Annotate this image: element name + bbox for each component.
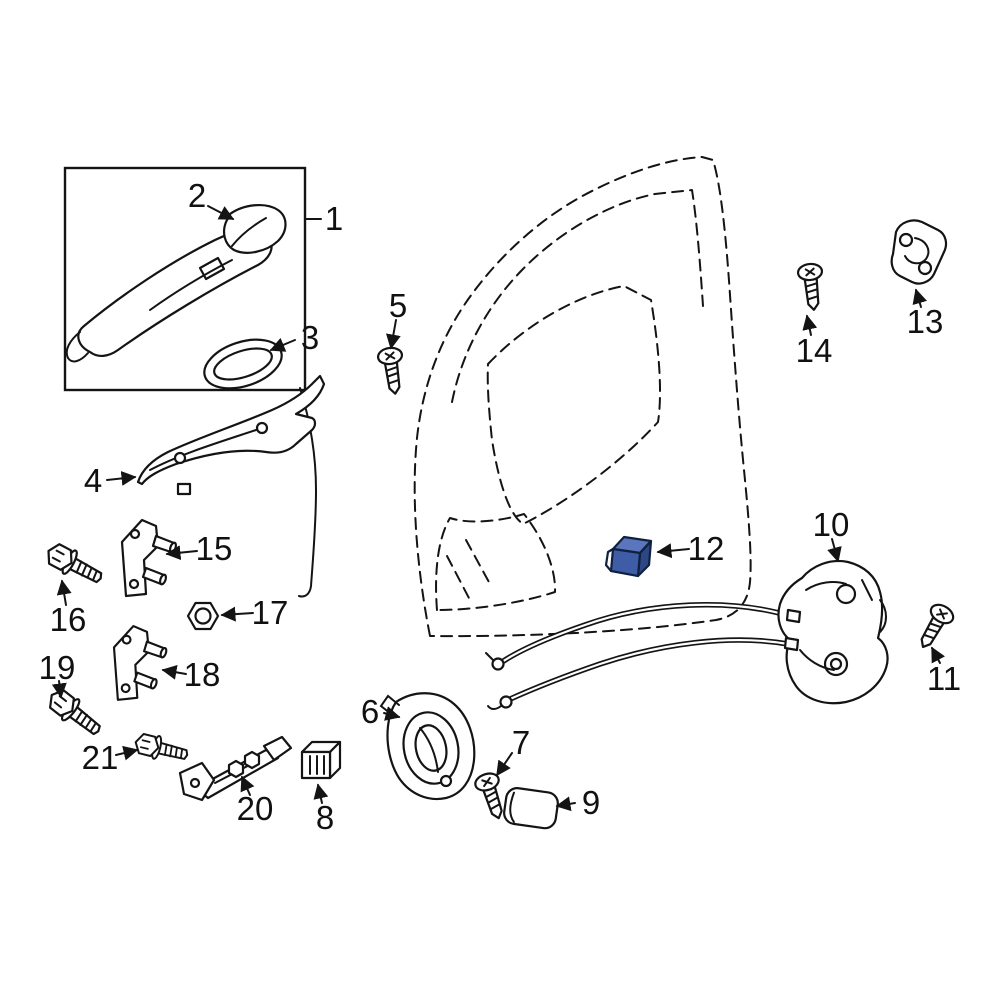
part-9-handle-cap-cover <box>503 787 559 830</box>
callout-6: 6 <box>361 693 379 730</box>
part-6-interior-handle-bezel <box>379 692 476 801</box>
callout-19: 19 <box>39 649 76 686</box>
callout-13: 13 <box>907 303 944 340</box>
part-14-striker-screw <box>796 261 828 313</box>
callout-4: 4 <box>84 462 102 499</box>
callout-9: 9 <box>582 784 600 821</box>
part-21-check-bolt <box>131 729 191 768</box>
callout-18: 18 <box>184 656 221 693</box>
leader-lines <box>51 205 945 812</box>
callout-11: 11 <box>927 660 961 697</box>
part-15-door-hinge-upper <box>120 518 179 598</box>
part-16-hinge-bolt <box>41 538 108 592</box>
part-13-striker-bracket <box>890 219 948 285</box>
callout-7: 7 <box>512 724 530 761</box>
part-20-door-check-strap <box>178 735 293 802</box>
callout-20: 20 <box>237 790 274 827</box>
callout-2: 2 <box>188 177 206 214</box>
callout-3: 3 <box>301 319 319 356</box>
callout-16: 16 <box>50 601 87 638</box>
callout-12: 12 <box>688 530 725 567</box>
callout-21: 21 <box>82 739 119 776</box>
callout-1: 1 <box>325 200 343 237</box>
callout-10: 10 <box>813 506 850 543</box>
callout-15: 15 <box>196 530 233 567</box>
part-8-plug-block <box>300 740 342 780</box>
door-panel-dashed-outline <box>413 156 752 638</box>
part-1-exterior-door-handle-assembly <box>63 166 307 392</box>
part-11-lock-screw <box>911 599 958 655</box>
callout-14: 14 <box>796 332 833 369</box>
callout-5: 5 <box>389 287 407 324</box>
part-3-handle-gasket <box>203 338 283 390</box>
part-5-screw <box>375 345 409 397</box>
part-19-hinge-bolt <box>42 683 108 743</box>
part-2-handle-end-cap <box>223 204 287 254</box>
callout-labels: 1 2 3 4 5 6 7 8 9 10 11 12 13 14 15 16 1… <box>39 177 961 836</box>
callout-17: 17 <box>252 594 289 631</box>
part-10-door-lock-actuator <box>485 559 889 710</box>
part-17-nut <box>186 601 220 631</box>
part-12-clip-highlighted <box>604 535 653 578</box>
callout-8: 8 <box>316 799 334 836</box>
part-18-door-hinge-lower <box>112 624 169 701</box>
clip-front-face <box>609 547 642 578</box>
part-4-handle-reinforcement <box>136 374 326 598</box>
